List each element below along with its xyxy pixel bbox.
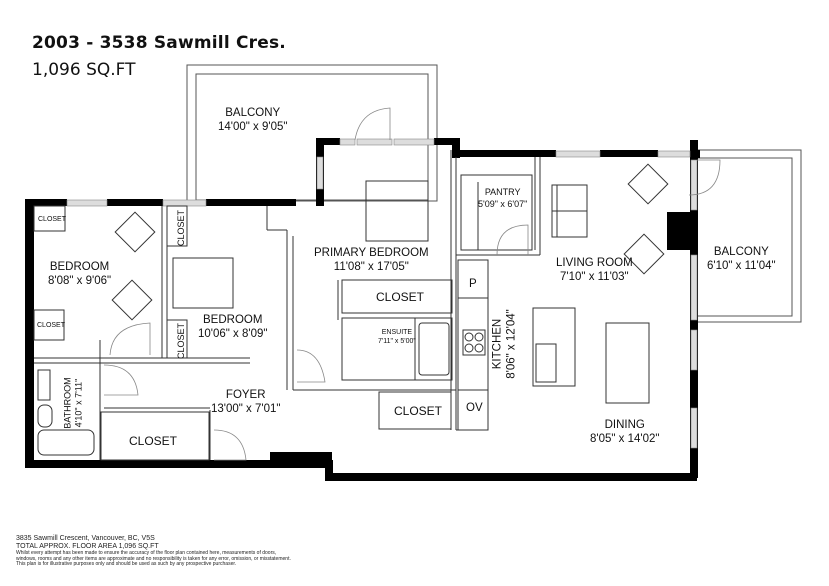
room-dims: 11'08" x 17'05" [333, 261, 409, 273]
room-dims: 8'05" x 14'02" [590, 433, 660, 445]
room-name: BATHROOM [62, 377, 73, 429]
room-pantry: PANTRY 5'09" x 6'07" [478, 186, 527, 210]
room-dims: 8'08" x 9'06" [48, 275, 112, 287]
room-bedroom-left: BEDROOM 8'08" x 9'06" [48, 260, 111, 288]
closet-ensuite-below: CLOSET [394, 404, 443, 418]
room-dims: 7'11" x 5'00" [378, 338, 416, 345]
footer: 3835 Sawmill Crescent, Vancouver, BC, V5… [16, 535, 291, 568]
room-dims: 6'10" x 11'04" [707, 260, 776, 272]
room-balcony-top: BALCONY 14'00" x 9'05" [218, 106, 287, 134]
closet-bedroom-left-top: CLOSET [38, 216, 67, 223]
footer-disclaimer-1: Whilst every attempt has been made to en… [16, 550, 277, 556]
room-name: FOYER [225, 389, 266, 401]
kitchen-pantry-cabinet: P [469, 278, 477, 290]
room-foyer: FOYER 13'00" x 7'01" [211, 388, 280, 416]
footer-total-area: TOTAL APPROX. FLOOR AREA 1,096 SQ.FT [16, 543, 159, 550]
footer-disclaimer-3: This plan is for illustrative purposes o… [16, 561, 237, 567]
room-name: DINING [604, 419, 645, 431]
room-bathroom: BATHROOM 4'10" x 7'11" [63, 377, 85, 428]
room-name: PRIMARY BEDROOM [314, 247, 429, 259]
room-name: LIVING ROOM [556, 257, 633, 269]
closet-primary: CLOSET [376, 290, 425, 304]
room-dims: 8'06" x 12'04" [505, 309, 518, 379]
closet-bedroom-left-bottom: CLOSET [37, 322, 66, 329]
closet-bedroom-mid-bottom: CLOSET [176, 322, 187, 360]
footer-address: 3835 Sawmill Crescent, Vancouver, BC, V5… [16, 535, 155, 542]
room-living-room: LIVING ROOM 7'10" x 11'03" [556, 256, 633, 284]
room-ensuite: ENSUITE 7'11" x 5'00" [378, 328, 416, 346]
room-dims: 7'10" x 11'03" [560, 271, 629, 283]
room-kitchen: KITCHEN 8'06" x 12'04" [491, 309, 519, 378]
room-bedroom-mid: BEDROOM 10'06" x 8'09" [198, 313, 267, 341]
closet-foyer: CLOSET [129, 434, 178, 448]
room-dims: 10'06" x 8'09" [198, 328, 268, 340]
room-primary-bedroom: PRIMARY BEDROOM 11'08" x 17'05" [314, 246, 429, 274]
room-dining: DINING 8'05" x 14'02" [590, 418, 659, 446]
listing-area: 1,096 SQ.FT [32, 60, 136, 80]
room-dims: 5'09" x 6'07" [478, 199, 528, 209]
closet-bedroom-mid-top: CLOSET [176, 209, 187, 247]
room-name: BEDROOM [203, 314, 263, 326]
room-name: BALCONY [713, 246, 769, 258]
room-balcony-right: BALCONY 6'10" x 11'04" [707, 245, 776, 273]
room-dims: 14'00" x 9'05" [218, 121, 288, 133]
room-name: BEDROOM [49, 261, 110, 273]
kitchen-oven: OV [466, 402, 483, 414]
room-dims: 4'10" x 7'11" [73, 378, 84, 428]
room-name: BALCONY [225, 107, 281, 119]
room-name: ENSUITE [381, 329, 413, 336]
footer-disclaimer-2: windows, rooms and any other items are a… [16, 555, 291, 562]
room-name: PANTRY [484, 187, 521, 197]
room-dims: 13'00" x 7'01" [211, 403, 281, 415]
room-name: KITCHEN [491, 318, 504, 370]
listing-title: 2003 - 3538 Sawmill Cres. [32, 33, 286, 53]
